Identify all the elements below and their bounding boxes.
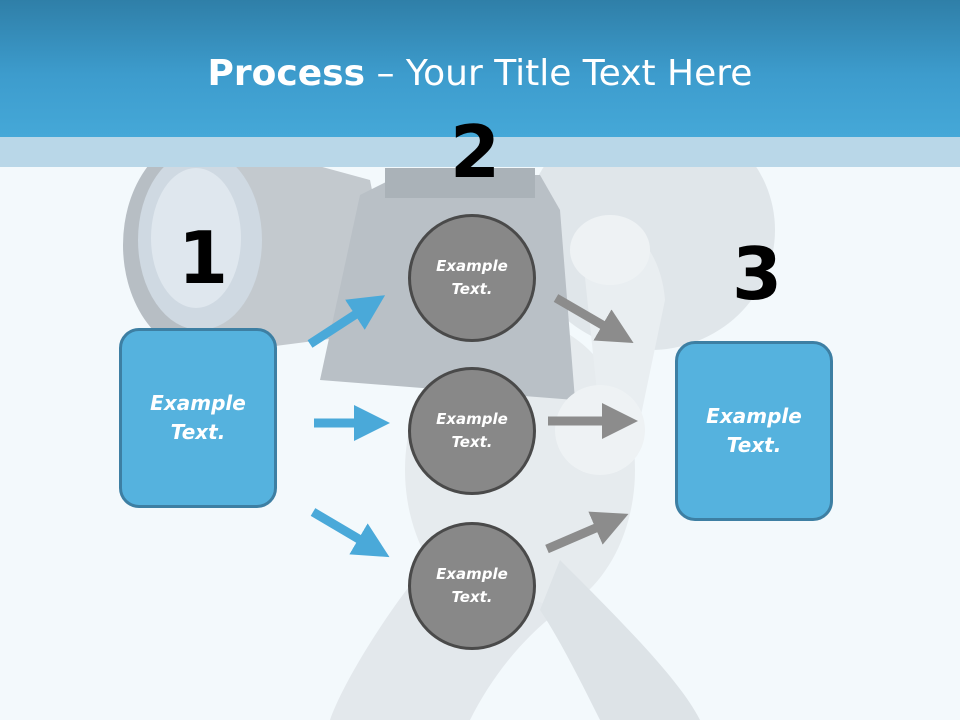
step-2-circle-middle: Example Text. [408, 367, 536, 495]
step-2-circle-top-text: Example Text. [436, 257, 508, 298]
blue-arrow-up [307, 295, 386, 348]
step-3-box: Example Text. [675, 341, 833, 521]
title-bold-part: Process [207, 53, 366, 94]
step-2-circle-top: Example Text. [408, 214, 536, 342]
step-3-box-text: Example Text. [706, 404, 802, 457]
step-2-circle-bottom: Example Text. [408, 522, 536, 650]
step-2-circle-bottom-text: Example Text. [436, 565, 508, 606]
grey-arrow-bottom [545, 511, 629, 554]
slide-title: Process – Your Title Text Here [0, 52, 960, 96]
title-rest-part: – Your Title Text Here [365, 53, 753, 94]
step-1-box: Example Text. [119, 328, 277, 508]
step-number-1: 1 [178, 216, 229, 300]
step-2-circle-middle-text: Example Text. [436, 410, 508, 451]
header-band [0, 0, 960, 137]
step-number-2: 2 [450, 110, 501, 194]
step-number-3: 3 [732, 232, 783, 316]
grey-arrow-top [553, 294, 634, 344]
step-1-box-text: Example Text. [150, 391, 246, 444]
header-strip [0, 137, 960, 167]
blue-arrow-down [310, 508, 390, 558]
